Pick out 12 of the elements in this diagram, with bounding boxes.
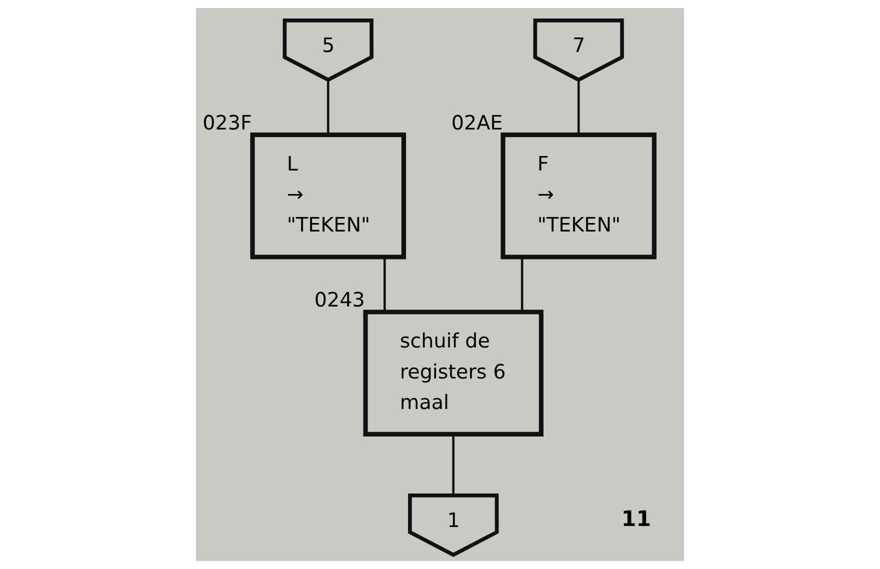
connector xyxy=(326,80,330,135)
node-box: L → "TEKEN" xyxy=(250,132,406,260)
node-label: 02AE xyxy=(451,111,503,134)
node-label: 023F xyxy=(202,111,252,134)
node-box: schuif de registers 6 maal xyxy=(363,310,544,436)
connector xyxy=(452,434,454,496)
node-box: F → "TEKEN" xyxy=(500,132,656,260)
label: 11 xyxy=(621,507,652,532)
connector xyxy=(383,257,386,312)
connector xyxy=(520,257,524,312)
node-label: 0243 xyxy=(314,288,365,312)
connector xyxy=(577,80,580,135)
